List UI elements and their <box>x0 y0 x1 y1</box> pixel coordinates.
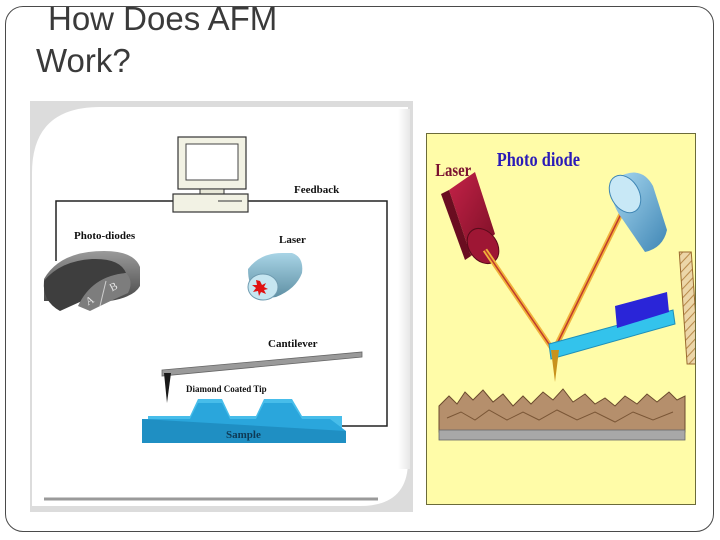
laser-label: Laser <box>279 234 306 246</box>
incident-beam-core <box>484 249 554 351</box>
photodiode-detector <box>608 172 667 252</box>
feedback-label: Feedback <box>294 184 340 196</box>
sample-label: Sample <box>226 429 261 441</box>
feedback-wire <box>212 200 388 427</box>
tip-label: Diamond Coated Tip <box>186 384 267 394</box>
afm-laser-deflection-diagram: Laser Photo diode <box>426 133 696 505</box>
photodiode-wire <box>55 200 173 261</box>
panel-background <box>32 107 408 506</box>
substrate-base <box>438 429 686 441</box>
sample-surface-texture <box>446 409 674 423</box>
probe-tip-right <box>551 350 559 382</box>
photodiode-icon <box>43 251 140 311</box>
probe-tip <box>164 373 171 403</box>
deflection-svg: Laser Photo diode <box>435 149 695 441</box>
laser-emission-burst <box>252 280 268 296</box>
title-line-1: How Does AFM <box>48 0 278 37</box>
piezo-block <box>615 292 669 328</box>
sample-surface <box>438 388 686 433</box>
photodiodes-label: Photo-diodes <box>74 230 136 242</box>
laser-label-right: Laser <box>435 160 471 181</box>
panel-right-edge <box>398 109 410 469</box>
slide-title: How Does AFM Work? <box>36 0 356 82</box>
cantilever-label: Cantilever <box>268 338 318 350</box>
cantilever-beam <box>161 351 363 377</box>
laser-source-body <box>441 172 500 265</box>
afm-schematic-diagram: Feedback Photo-diodes A B Laser Cantilev… <box>30 101 413 512</box>
sample-block <box>142 399 346 443</box>
title-line-2: Work? <box>36 42 131 79</box>
photodiode-label-right: Photo diode <box>497 149 580 171</box>
cantilever-mount-wall <box>678 251 695 365</box>
reflected-beam-core <box>554 205 626 349</box>
computer-icon <box>172 136 249 213</box>
afm-schematic-svg: Feedback Photo-diodes A B Laser Cantilev… <box>30 101 413 512</box>
